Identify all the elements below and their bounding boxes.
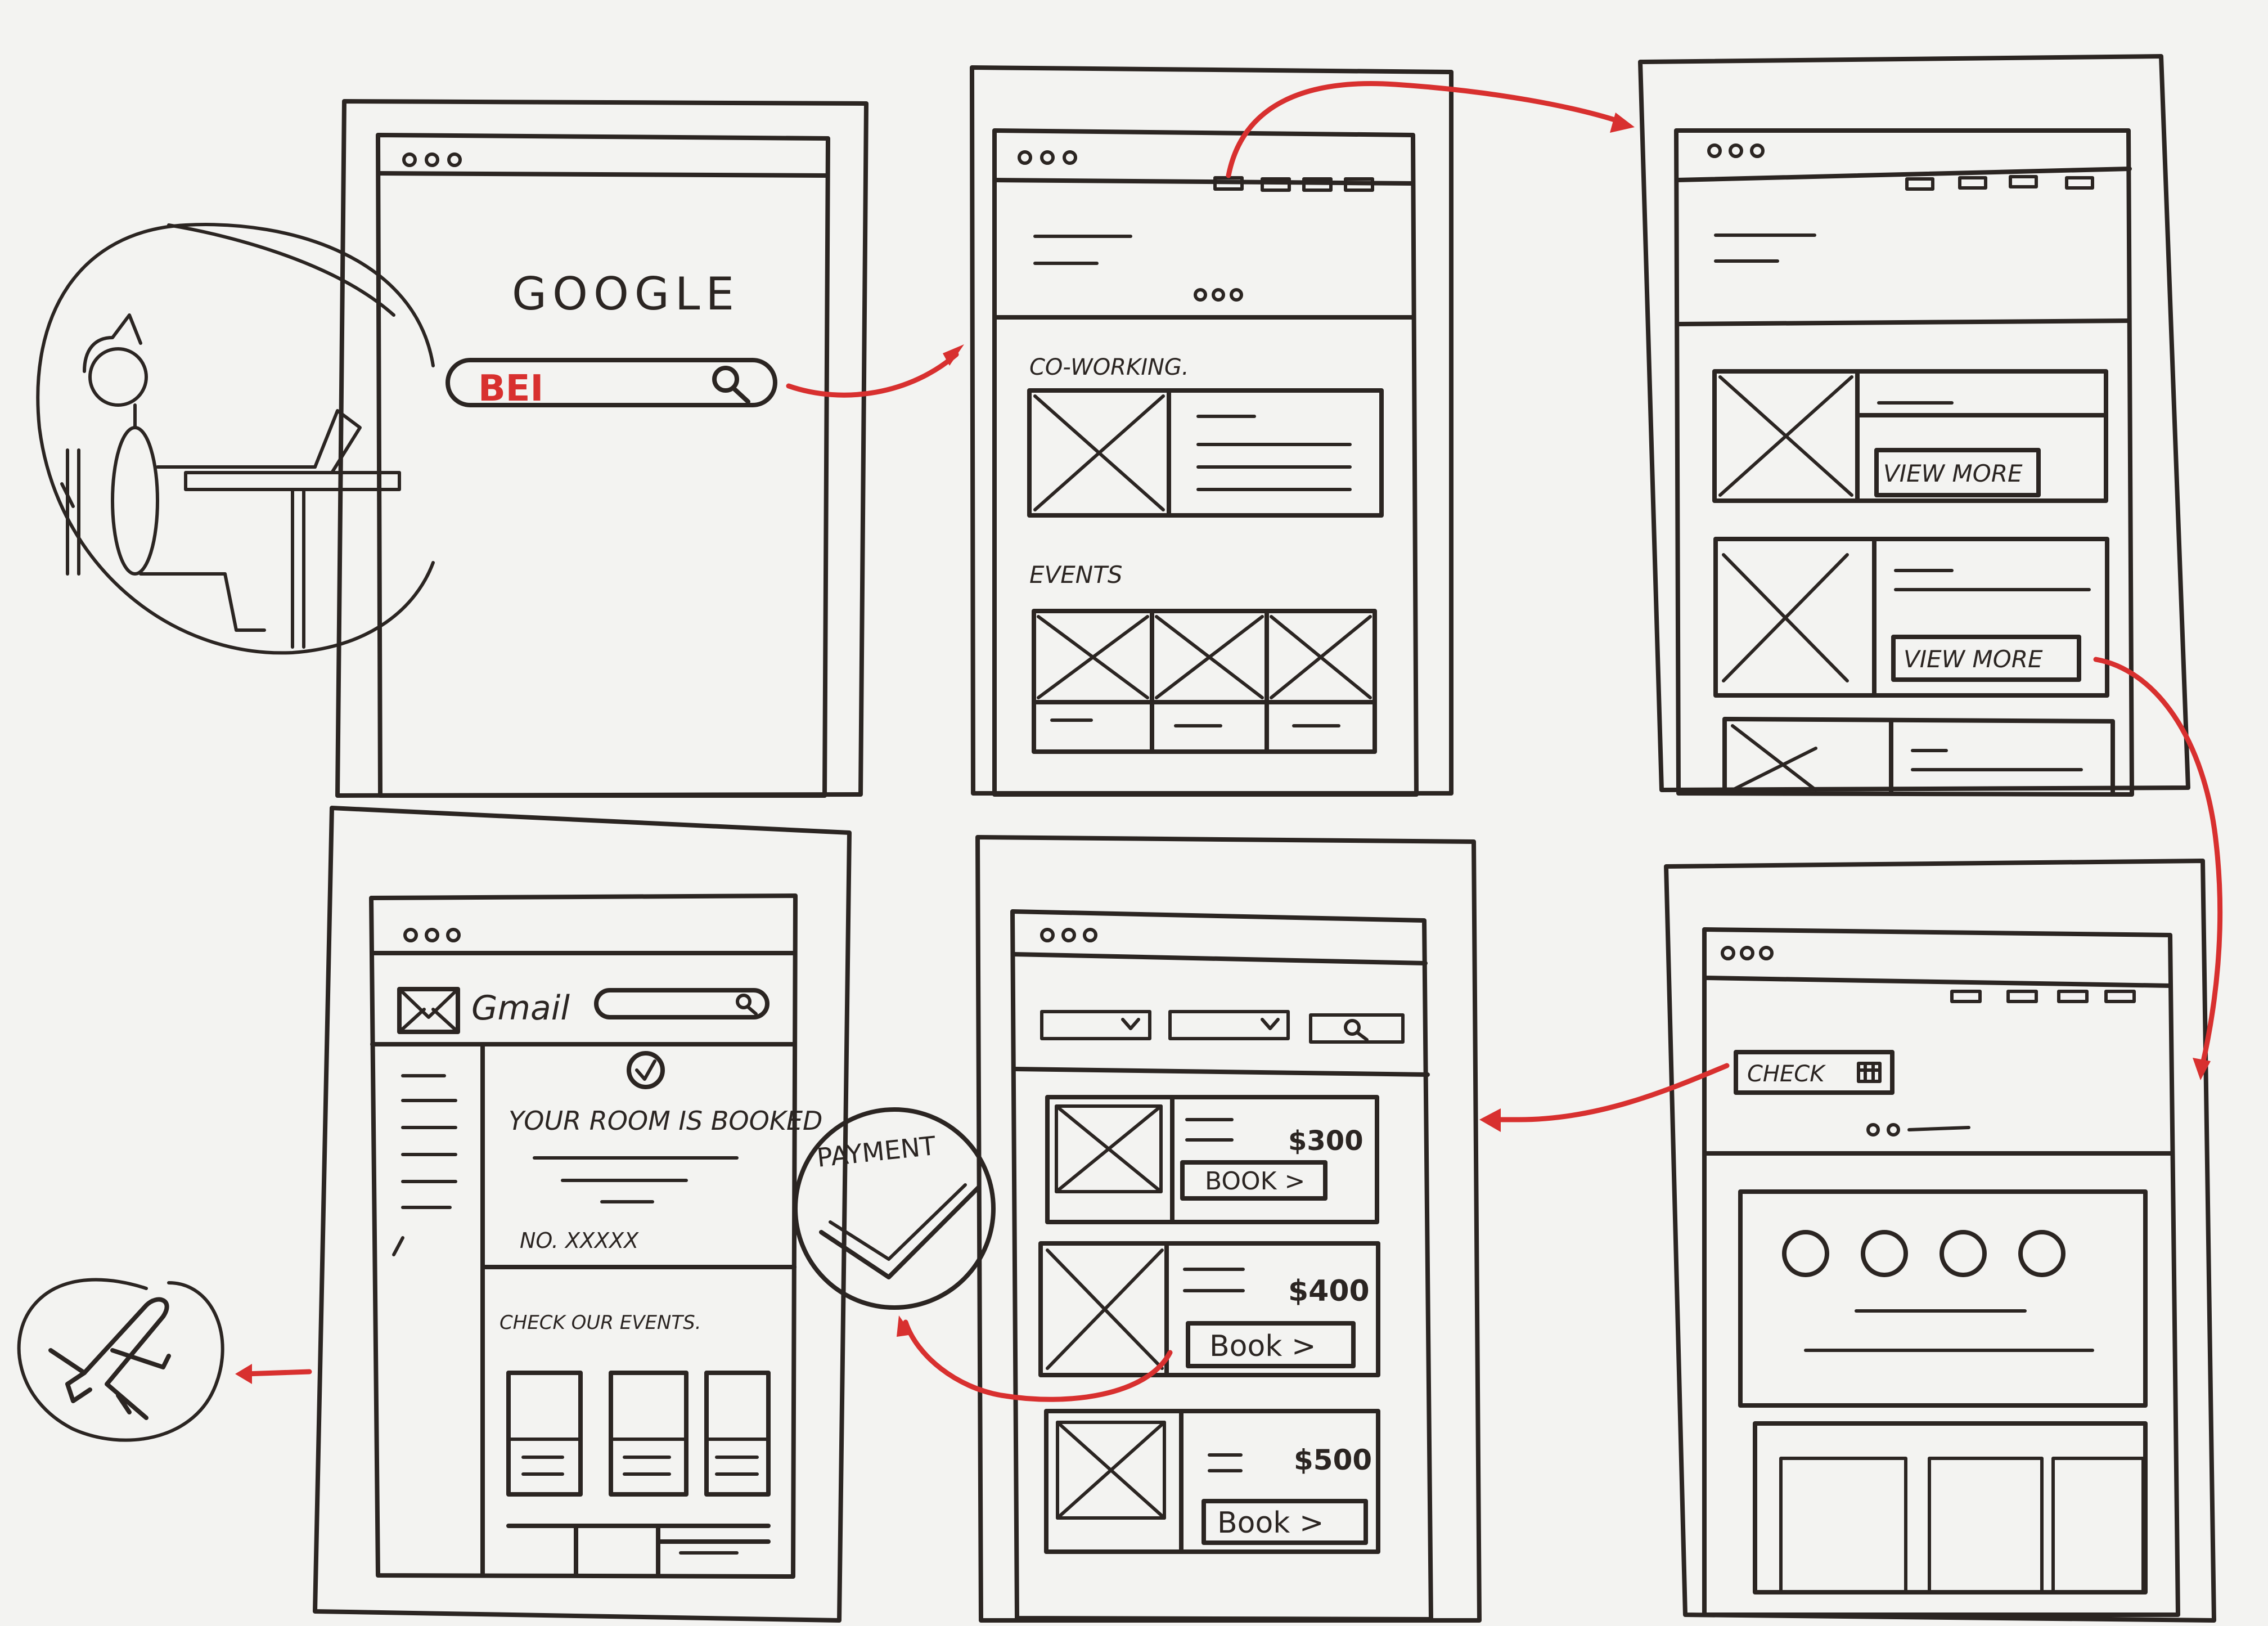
screen-5-booking-options: $300 BOOK > $400 Book > xyxy=(975,835,1482,1623)
image-placeholder xyxy=(1037,615,1372,699)
flow-arrow-email-to-travel xyxy=(235,1364,312,1384)
flow-arrow-viewmore-to-detail xyxy=(2093,657,2223,1080)
confirmation-heading: YOUR ROOM IS BOOKED xyxy=(508,1106,822,1136)
listing-card[interactable]: VIEW MORE xyxy=(1712,369,2108,503)
amenities-panel xyxy=(1738,1189,2148,1408)
search-button[interactable] xyxy=(1309,1013,1405,1044)
window-dots xyxy=(1018,150,1077,165)
screen-6-email-confirmation: Gmail YOUR ROOM IS BOOKED xyxy=(313,806,852,1623)
image-placeholder xyxy=(1046,1248,1164,1370)
book-button[interactable]: BOOK > xyxy=(1180,1160,1328,1201)
search-icon xyxy=(1344,1019,1369,1041)
check-availability-button[interactable]: CHECK xyxy=(1734,1050,1894,1095)
svg-text:Book >: Book > xyxy=(1217,1506,1324,1540)
svg-text:VIEW MORE: VIEW MORE xyxy=(1883,460,2023,487)
section-title-events: EVENTS xyxy=(1029,561,1123,589)
nav-menu[interactable] xyxy=(1905,175,2094,191)
flow-arrow-nav-to-listings xyxy=(1226,81,1635,178)
nav-menu[interactable] xyxy=(1950,990,2136,1003)
image-placeholder xyxy=(1731,724,1817,792)
search-query: BEI xyxy=(478,368,543,410)
gmail-header: Gmail xyxy=(397,987,770,1034)
view-more-button[interactable]: VIEW MORE xyxy=(1874,448,2041,497)
flow-arrow-search-to-landing xyxy=(786,344,964,398)
window-dots xyxy=(1707,143,1765,158)
chevron-down-icon xyxy=(1121,1018,1140,1030)
window-dots xyxy=(403,928,461,942)
carousel-dots xyxy=(1194,288,1243,302)
payment-success-badge: PAYMENT xyxy=(793,1107,996,1310)
search-icon xyxy=(736,994,758,1016)
price-label: $500 xyxy=(1294,1444,1372,1476)
filter-bar[interactable] xyxy=(1040,1010,1405,1044)
mail-sidebar[interactable] xyxy=(392,1074,457,1256)
image-placeholder xyxy=(1718,375,1853,497)
google-logo: GOOGLE xyxy=(512,268,740,320)
payment-label: PAYMENT xyxy=(816,1130,938,1173)
airplane-icon xyxy=(48,1297,171,1420)
book-button[interactable]: Book > xyxy=(1202,1499,1368,1545)
screen-4-space-detail: CHECK xyxy=(1664,859,2216,1623)
person-figure xyxy=(60,313,317,632)
price-label: $300 xyxy=(1288,1125,1364,1157)
coworking-card[interactable] xyxy=(1027,388,1384,518)
flow-arrows xyxy=(235,81,2223,1402)
image-placeholder xyxy=(1055,1104,1163,1193)
booking-number: NO. XXXXX xyxy=(520,1228,639,1253)
section-title-coworking: CO-WORKING. xyxy=(1029,354,1189,380)
price-label: $400 xyxy=(1288,1274,1370,1308)
mail-icon xyxy=(397,987,460,1034)
window-dots xyxy=(1040,928,1097,942)
book-button[interactable]: Book > xyxy=(1186,1321,1356,1368)
desk-and-laptop xyxy=(184,409,401,649)
events-promo-label: CHECK OUR EVENTS. xyxy=(500,1311,701,1334)
window-dots xyxy=(1721,946,1774,960)
screen-1-google-search: GOOGLE BEI xyxy=(335,99,868,798)
svg-text:BOOK >: BOOK > xyxy=(1205,1167,1305,1196)
app-name: Gmail xyxy=(471,989,570,1028)
booking-option-card[interactable]: $500 Book > xyxy=(1044,1409,1380,1554)
search-input[interactable] xyxy=(594,988,770,1019)
screen-3-space-listings: VIEW MORE VIEW MORE xyxy=(1638,54,2190,797)
svg-text:CHECK: CHECK xyxy=(1747,1061,1826,1087)
image-placeholder xyxy=(1033,394,1165,511)
svg-text:Book >: Book > xyxy=(1209,1329,1316,1363)
image-placeholder xyxy=(1722,553,1849,682)
screen-2-landing-page: CO-WORKING. EVENTS xyxy=(970,65,1454,797)
flow-arrow-book-to-payment xyxy=(897,1315,1173,1402)
svg-text:VIEW MORE: VIEW MORE xyxy=(1904,645,2043,673)
email-footer xyxy=(506,1524,771,1578)
listing-card[interactable] xyxy=(1722,717,2115,796)
booking-option-card[interactable]: $300 BOOK > xyxy=(1045,1095,1379,1224)
filter-dropdown[interactable] xyxy=(1168,1010,1290,1040)
booking-option-card[interactable]: $400 Book > xyxy=(1038,1241,1380,1377)
chevron-down-icon xyxy=(1261,1018,1280,1030)
listing-card[interactable]: VIEW MORE xyxy=(1713,537,2109,698)
checkmark-icon xyxy=(627,1051,665,1089)
image-placeholder xyxy=(1056,1421,1166,1520)
persona-user-at-desk xyxy=(36,223,435,655)
carousel-dots xyxy=(1866,1123,1970,1137)
view-more-button[interactable]: VIEW MORE xyxy=(1891,635,2081,682)
window-dots xyxy=(402,152,462,167)
flow-arrow-check-to-booking xyxy=(1479,1063,1730,1132)
event-cards[interactable] xyxy=(506,1371,771,1497)
calendar-icon xyxy=(1857,1062,1882,1083)
related-cards[interactable] xyxy=(1753,1421,2148,1594)
search-icon[interactable] xyxy=(712,366,750,404)
events-gallery[interactable] xyxy=(1032,609,1377,754)
search-bar[interactable]: BEI xyxy=(446,358,777,410)
airplane-travel-badge xyxy=(17,1278,224,1442)
confirmation-message: YOUR ROOM IS BOOKED NO. XXXXX xyxy=(508,1051,822,1253)
filter-dropdown[interactable] xyxy=(1040,1010,1151,1040)
